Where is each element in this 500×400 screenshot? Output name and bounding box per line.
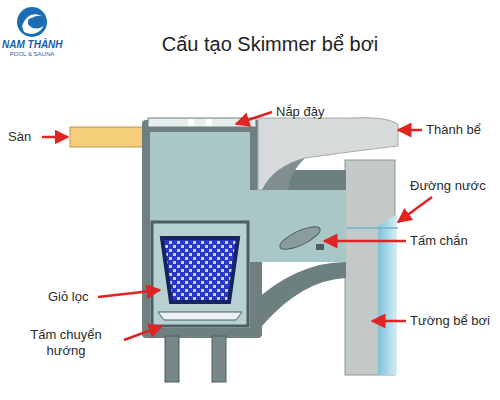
diagram-title: Cấu tạo Skimmer bể bơi <box>130 32 410 56</box>
throat-bottom <box>250 262 346 326</box>
leader-line <box>98 290 160 297</box>
leader-line <box>372 320 406 323</box>
leader-line <box>324 240 406 243</box>
part-label: Thành bể <box>426 122 481 138</box>
coping-lip <box>262 158 305 190</box>
leader-line <box>398 129 422 132</box>
part-label: Giỏ lọc <box>48 289 88 305</box>
logo-text: NAM THÀNH <box>2 39 62 51</box>
deflector-plate <box>158 312 242 320</box>
logo-icon <box>17 7 47 37</box>
logo-text: POOL & SAUNA <box>2 51 62 58</box>
part-label: Sàn <box>8 129 31 145</box>
deck <box>70 127 144 147</box>
part-label: Tấm chắn <box>410 233 468 249</box>
skimmer-body <box>142 120 262 338</box>
basket-housing <box>152 222 248 326</box>
weir-pivot <box>316 244 324 250</box>
filter-basket <box>162 238 238 302</box>
pool-water <box>378 214 397 375</box>
lid-slot <box>188 119 194 126</box>
throat-channel <box>250 190 346 262</box>
leader-line <box>124 326 162 340</box>
part-label: Đường nước <box>410 178 486 194</box>
part-label: Tấm chuyển hướng <box>14 327 118 358</box>
lid-slot <box>206 119 212 126</box>
water-line <box>345 227 398 229</box>
leader-line <box>42 136 68 139</box>
outlet-pipe <box>212 336 226 382</box>
part-label: Tường bể bơi <box>410 313 490 329</box>
leader-line <box>398 197 432 222</box>
part-label: Nắp đậy <box>276 104 324 120</box>
leader-line <box>236 112 272 124</box>
skimmer-chamber <box>150 132 250 328</box>
outlet-pipe <box>165 336 179 382</box>
pool-coping <box>258 118 398 190</box>
